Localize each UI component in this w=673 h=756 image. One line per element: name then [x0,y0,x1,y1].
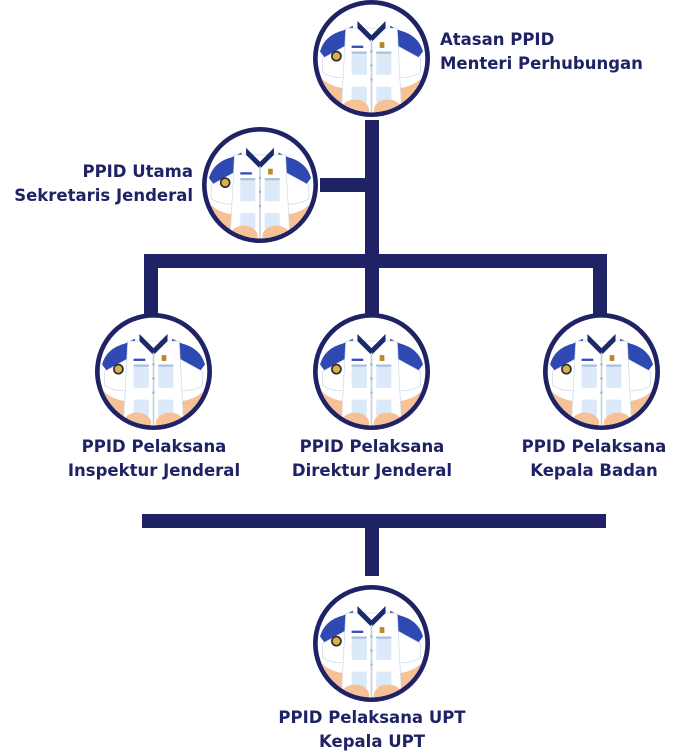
node-upt-subtitle: Kepala UPT [319,732,425,751]
node-inspektur-title: PPID Pelaksana [81,437,227,456]
node-inspektur [95,313,212,430]
node-upt [313,585,430,702]
officer-uniform-icon [95,313,212,430]
node-direktur [313,313,430,430]
trunk-line [365,120,379,292]
drop-left-line [144,254,158,316]
node-kepala-badan [543,313,660,430]
node-atasan [313,0,430,117]
officer-uniform-icon [313,585,430,702]
officer-uniform-icon [313,0,430,117]
node-kepala-badan-title: PPID Pelaksana [521,437,667,456]
node-direktur-subtitle: Direktur Jenderal [291,461,453,480]
node-direktur-label: PPID Pelaksana Direktur Jenderal [262,435,482,483]
drop-center-line [365,254,379,316]
node-direktur-title: PPID Pelaksana [299,437,445,456]
node-upt-title: PPID Pelaksana UPT [278,708,466,727]
node-kepala-badan-subtitle: Kepala Badan [530,461,658,480]
officer-uniform-icon [543,313,660,430]
node-inspektur-subtitle: Inspektur Jenderal [67,461,241,480]
node-atasan-label: Atasan PPID Menteri Perhubungan [440,28,643,76]
officer-uniform-icon [202,127,318,243]
node-utama [202,127,318,243]
utama-branch-line [320,178,379,192]
node-utama-title: PPID Utama [82,162,193,181]
drop-right-line [593,254,607,316]
node-atasan-subtitle: Menteri Perhubungan [440,54,643,73]
node-utama-label: PPID Utama Sekretaris Jenderal [0,160,193,208]
node-utama-subtitle: Sekretaris Jenderal [14,186,193,205]
node-upt-label: PPID Pelaksana UPT Kepala UPT [237,706,507,754]
node-inspektur-label: PPID Pelaksana Inspektur Jenderal [44,435,264,483]
officer-uniform-icon [313,313,430,430]
node-kepala-badan-label: PPID Pelaksana Kepala Badan [515,435,673,483]
node-atasan-title: Atasan PPID [440,30,555,49]
drop-upt-line [365,514,379,576]
